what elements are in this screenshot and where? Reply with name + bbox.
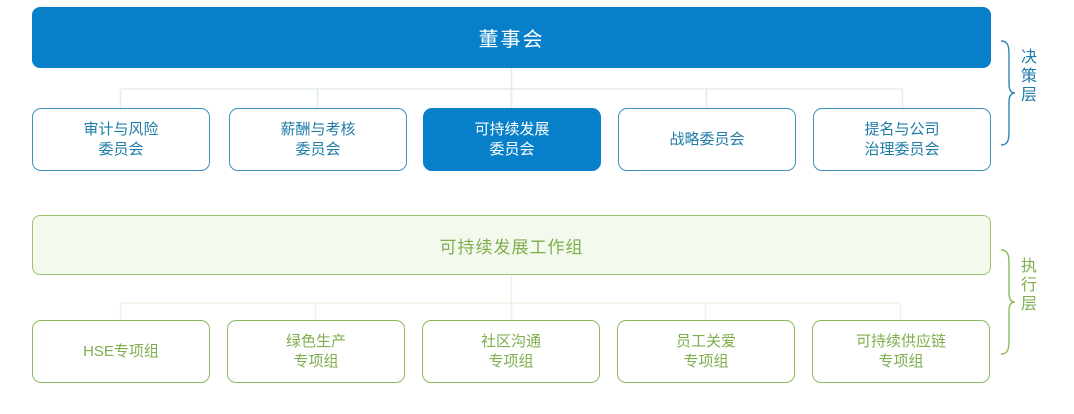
decision-layer-brace (1000, 40, 1016, 146)
board-of-directors-node[interactable]: 董事会 (32, 7, 991, 68)
committee-node-nomination-governance[interactable]: 提名与公司 治理委员会 (813, 108, 991, 171)
taskforce-label: HSE专项组 (83, 342, 159, 360)
board-of-directors-label: 董事会 (478, 29, 545, 51)
taskforce-label: 员工关爱 专项组 (675, 333, 736, 370)
sustainability-working-group-label: 可持续发展工作组 (439, 237, 584, 257)
sustainability-working-group-node[interactable]: 可持续发展工作组 (32, 215, 991, 275)
taskforce-node-hse[interactable]: HSE专项组 (32, 320, 210, 383)
committee-node-remuneration-appraisal[interactable]: 薪酬与考核 委员会 (229, 108, 407, 171)
taskforce-label: 绿色生产 专项组 (285, 333, 346, 370)
taskforce-label: 社区沟通 专项组 (480, 333, 541, 370)
execution-layer-brace (1000, 249, 1016, 355)
execution-layer-caption: 执行层 (1018, 257, 1035, 314)
committee-node-audit-risk[interactable]: 审计与风险 委员会 (32, 108, 210, 171)
decision-layer-caption: 决策层 (1018, 48, 1035, 105)
committee-label: 战略委员会 (669, 130, 745, 148)
taskforce-node-sustainable-supply-chain[interactable]: 可持续供应链 专项组 (812, 320, 990, 383)
committee-node-strategy[interactable]: 战略委员会 (618, 108, 796, 171)
taskforce-label: 可持续供应链 专项组 (855, 333, 946, 370)
committee-node-sustainable-development[interactable]: 可持续发展 委员会 (423, 108, 601, 171)
taskforce-node-employee-care[interactable]: 员工关爱 专项组 (617, 320, 795, 383)
committee-label: 可持续发展 委员会 (474, 121, 550, 158)
committee-label: 提名与公司 治理委员会 (864, 121, 940, 158)
committee-label: 审计与风险 委员会 (83, 121, 159, 158)
taskforce-node-community-communication[interactable]: 社区沟通 专项组 (422, 320, 600, 383)
committee-label: 薪酬与考核 委员会 (280, 121, 356, 158)
taskforce-node-green-production[interactable]: 绿色生产 专项组 (227, 320, 405, 383)
